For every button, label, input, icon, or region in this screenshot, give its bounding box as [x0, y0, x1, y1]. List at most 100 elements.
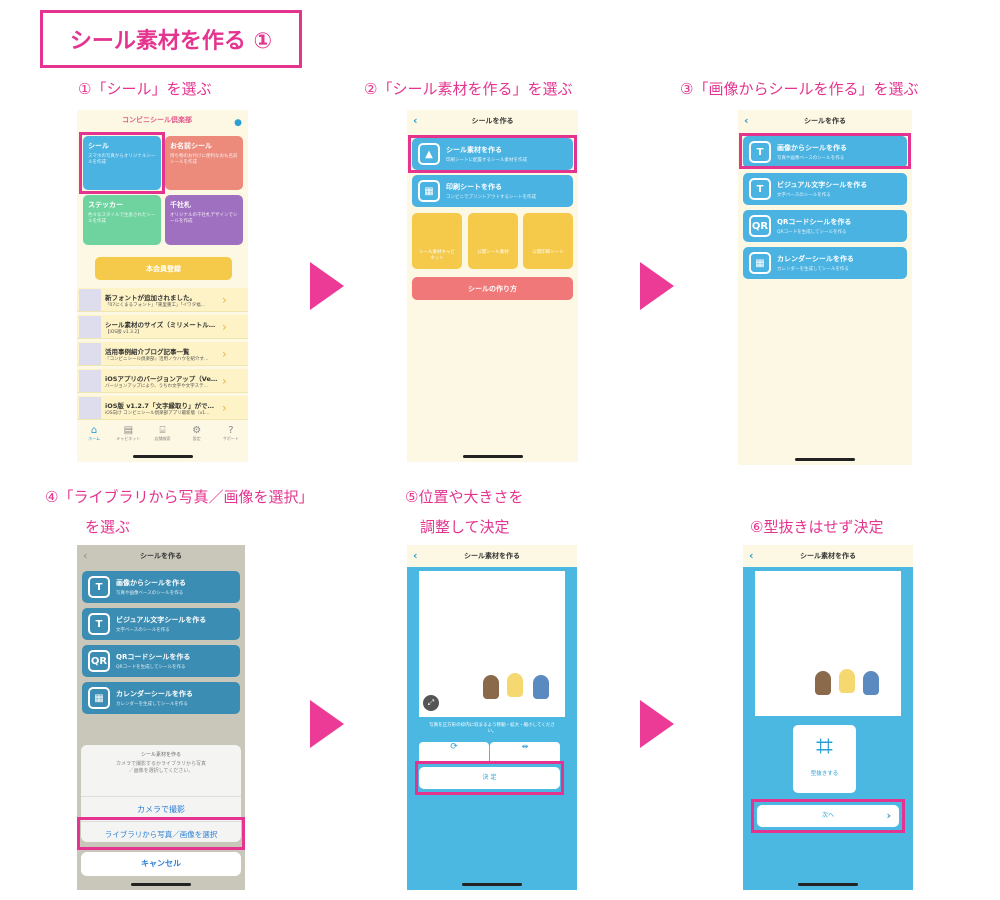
chevron-right-icon: › [222, 319, 227, 334]
button-desc: カレンダーを生成してシールを作る [116, 702, 188, 707]
news-item[interactable]: iOS版 v1.2.7「文字縁取り」がで…iOS向け コンビニシール倶楽部アプリ… [77, 396, 248, 420]
arrow-icon [310, 262, 344, 310]
header-title: シールを作る [471, 117, 514, 125]
character-image [863, 671, 879, 695]
chevron-right-icon: › [222, 373, 227, 388]
library-button[interactable]: ライブラリから写真／画像を選択 [81, 821, 241, 846]
expand-icon[interactable]: ⤢ [423, 695, 439, 711]
news-item[interactable]: iOSアプリのバージョンアップ（Ve…バージョンアップにより、うちわ文字や文字ス… [77, 369, 248, 393]
screen-home: コンビニシール倶楽部 ● シールスマホの写真からオリジナルシールを作成 お名前シ… [77, 110, 248, 462]
hint-text: 写真を正方形の枠内に収まるよう移動・拡大・縮小してください。 [429, 723, 555, 734]
screen-crop: ‹ シール素材を作る ⌗ 型抜きする 次へ› [743, 545, 913, 890]
news-subtitle: 【iOS版 v1.3.2】 [105, 329, 142, 335]
tile-desc: スマホの写真からオリジナルシールを作成 [88, 154, 156, 165]
tab-home[interactable]: ⌂ホーム [77, 425, 111, 449]
cancel-button[interactable]: キャンセル [81, 852, 241, 876]
tile-label: シール素材キャビネット [419, 250, 455, 261]
news-title: 新フォントが追加されました。 [105, 293, 196, 302]
sheet-icon: ▦ [418, 180, 440, 202]
screen-make-seal: ‹ シールを作る ▲シール素材を作る印刷シートに配置するシール素材を作成 ▦印刷シ… [407, 110, 578, 462]
public-material-tile[interactable]: 公開シール素材 [468, 213, 518, 269]
cabinet-tile[interactable]: シール素材キャビネット [412, 213, 462, 269]
tab-label: 設定 [192, 436, 201, 441]
next-label: 次へ [821, 812, 834, 819]
button-desc: QRコードを生成してシールを作る [116, 665, 186, 670]
camera-button[interactable]: カメラで撮影 [81, 796, 241, 821]
news-thumbnail [79, 288, 101, 311]
back-icon[interactable]: ‹ [83, 549, 88, 562]
button-title: 画像からシールを作る [116, 579, 186, 587]
news-item[interactable]: 新フォントが追加されました。「07にくまるフォント」「東里重工」「イワタ福…› [77, 288, 248, 312]
tab-label: キャビネット [116, 436, 141, 441]
button-desc: カレンダーを生成してシールを作る [777, 267, 849, 272]
step1-caption: ①「シール」を選ぶ [78, 80, 212, 98]
public-sheet-tile[interactable]: 公開印刷シート [523, 213, 573, 269]
step4-caption: ④「ライブラリから写真／画像を選択」 [45, 488, 314, 506]
tile-senjafuda[interactable]: 千社札オリジナルの千社札デザインでシールを作成 [165, 195, 243, 245]
back-icon[interactable]: ‹ [413, 114, 418, 127]
seal-type-icon: ▦ [88, 687, 110, 709]
tile-title: シール [88, 142, 109, 150]
seal-type-button[interactable]: ▦カレンダーシールを作るカレンダーを生成してシールを作る [743, 247, 907, 279]
tile-desc: オリジナルの千社札デザインでシールを作成 [170, 213, 238, 224]
crop-button[interactable]: ⌗ 型抜きする [793, 725, 856, 793]
button-title: ビジュアル文字シールを作る [116, 616, 207, 624]
decide-button[interactable]: 決 定 [419, 767, 560, 789]
page-title: シール素材を作る ① [40, 10, 302, 68]
header-title: シール素材を作る [464, 552, 520, 560]
home-indicator [462, 455, 523, 458]
tab-store[interactable]: ⌸店舗検索 [145, 425, 179, 449]
seal-type-button[interactable]: ▦カレンダーシールを作るカレンダーを生成してシールを作る [82, 682, 240, 714]
tile-label: 公開印刷シート [532, 250, 564, 255]
tile-title: お名前シール [170, 142, 212, 150]
header: ‹ シールを作る [738, 110, 912, 132]
header-title: シールを作る [140, 552, 182, 560]
back-icon[interactable]: ‹ [744, 114, 749, 127]
highlight-box [751, 799, 905, 833]
next-button[interactable]: 次へ› [757, 805, 899, 827]
howto-button[interactable]: シールの作り方 [412, 277, 573, 300]
tab-bar: ⌂ホーム ▤キャビネット ⌸店舗検索 ⚙設定 ?サポート [77, 425, 248, 449]
make-material-button[interactable]: ▲シール素材を作る印刷シートに配置するシール素材を作成 [412, 138, 573, 170]
header-title: シールを作る [804, 117, 846, 125]
button-title: QRコードシールを作る [116, 653, 191, 661]
back-icon[interactable]: ‹ [749, 549, 754, 562]
news-title: 活用事例紹介ブログ記事一覧 [105, 347, 190, 356]
rotate-button[interactable]: ⟳ [419, 742, 489, 764]
user-icon[interactable]: ● [234, 118, 242, 128]
character-image [507, 673, 523, 697]
flip-button[interactable]: ⇹ [490, 742, 560, 764]
make-sheet-button[interactable]: ▦印刷シートを作るコンビニでプリントアウトするシートを作成 [412, 175, 573, 207]
image-canvas[interactable]: ⤢ [419, 571, 565, 717]
tile-name-seal[interactable]: お名前シール持ち物のお付けに便利なおも名前シールを作成 [165, 136, 243, 190]
news-item[interactable]: シール素材のサイズ（ミリメートル…【iOS版 v1.3.2】› [77, 315, 248, 339]
shapes-icon: ▲ [418, 143, 440, 165]
tile-seal[interactable]: シールスマホの写真からオリジナルシールを作成 [83, 136, 161, 190]
news-item[interactable]: 活用事例紹介ブログ記事一覧『コンビニシール倶楽部』活用ノウハウを紹介す…› [77, 342, 248, 366]
header: ‹ シール素材を作る [743, 545, 913, 567]
button-desc: コンビニでプリントアウトするシートを作成 [446, 195, 536, 200]
tile-title: 千社札 [170, 201, 191, 209]
back-icon[interactable]: ‹ [413, 549, 418, 562]
highlight-box [415, 761, 564, 795]
register-button[interactable]: 本会員登録 [95, 257, 232, 280]
crop-label: 型抜きする [810, 771, 839, 777]
tab-cabinet[interactable]: ▤キャビネット [111, 425, 145, 449]
chevron-right-icon: › [222, 292, 227, 307]
header: ‹ シールを作る [77, 545, 245, 567]
action-sheet: シール素材を作る カメラで撮影するかライブラリから写真／画像を選択してください。… [81, 745, 241, 842]
seal-type-icon: QR [749, 215, 771, 237]
image-preview [755, 571, 901, 716]
tab-support[interactable]: ?サポート [214, 425, 248, 449]
tile-sticker[interactable]: ステッカー色々なスタイルで生産されたシールを作成 [83, 195, 161, 245]
arrow-icon [640, 700, 674, 748]
header-title: シール素材を作る [800, 552, 856, 560]
news-title: iOS版 v1.2.7「文字縁取り」がで… [105, 401, 214, 410]
tab-settings[interactable]: ⚙設定 [180, 425, 214, 449]
